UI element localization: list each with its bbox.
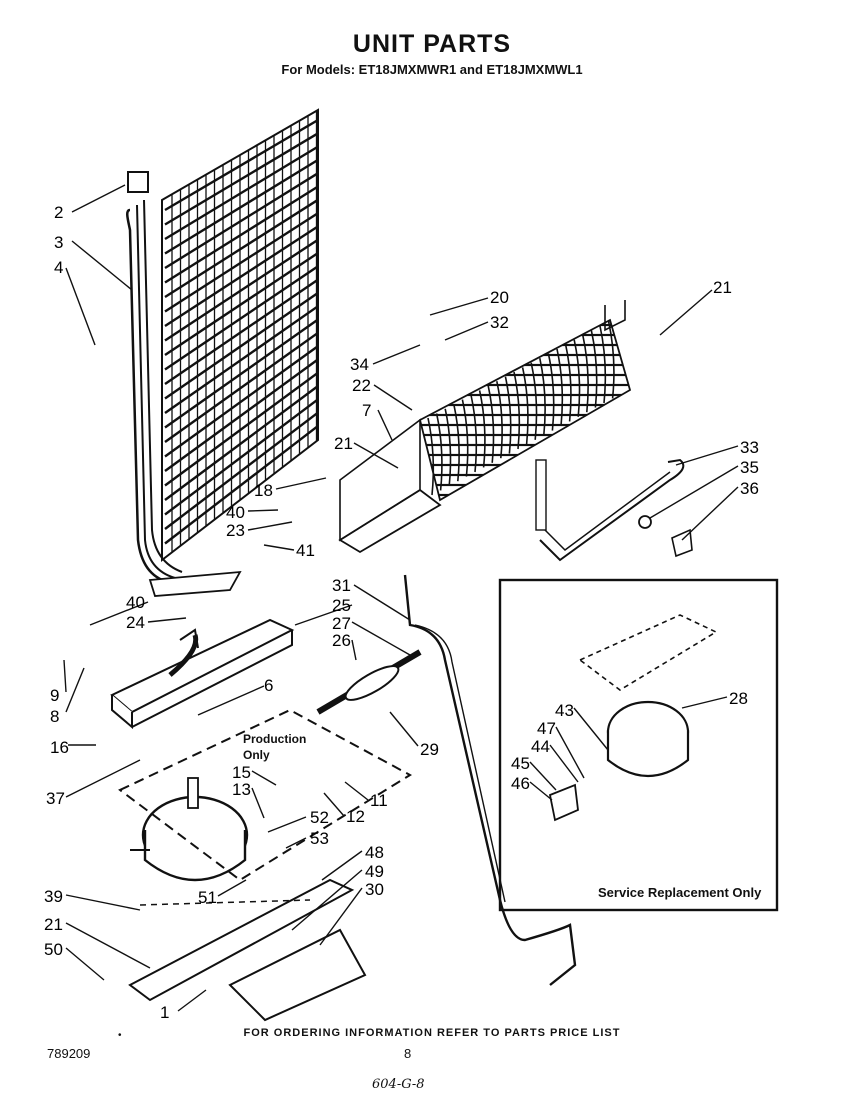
part-label-29: 29	[420, 740, 439, 759]
part-label-30: 30	[365, 880, 384, 899]
production-only-label-line2: Only	[243, 748, 270, 762]
part-label-7: 7	[362, 401, 371, 420]
part-label-16: 16	[50, 738, 69, 757]
part-label-50: 50	[44, 940, 63, 959]
part-label-41: 41	[296, 541, 315, 560]
handwritten-note: 604-G-8	[372, 1077, 425, 1092]
part-label-11: 11	[370, 791, 388, 810]
part-label-52: 52	[310, 808, 329, 827]
part-label-49: 49	[365, 862, 384, 881]
production-only-label-line1: Production	[243, 732, 307, 746]
part-label-43: 43	[555, 701, 574, 720]
filter-drier	[316, 649, 422, 715]
page-title: UNIT PARTS	[352, 30, 512, 58]
part-label-40b: 40	[126, 593, 145, 612]
callout-leader-lines	[63, 184, 739, 1012]
part-label-4: 4	[54, 258, 63, 277]
part-label-34: 34	[350, 355, 369, 374]
part-label-37: 37	[46, 789, 65, 808]
suction-line	[403, 574, 577, 986]
part-label-35: 35	[740, 458, 759, 477]
part-label-12: 12	[346, 807, 365, 826]
part-label-1: 1	[160, 1003, 169, 1022]
part-label-9: 9	[50, 686, 59, 705]
part-label-18: 18	[254, 481, 273, 500]
compressor	[130, 777, 249, 882]
part-label-26: 26	[332, 631, 351, 650]
part-label-2: 2	[54, 203, 63, 222]
part-label-39: 39	[44, 887, 63, 906]
defrost-heater	[535, 458, 693, 562]
service-replacement-label: Service Replacement Only	[598, 885, 762, 900]
part-label-22: 22	[352, 376, 371, 395]
part-label-25: 25	[332, 596, 351, 615]
part-label-6: 6	[264, 676, 273, 695]
part-label-46: 46	[511, 774, 530, 793]
footer-bullet: •	[118, 1030, 122, 1041]
part-label-24: 24	[126, 613, 145, 632]
part-label-36: 36	[740, 479, 759, 498]
part-label-15: 15	[232, 763, 251, 782]
part-label-53: 53	[310, 829, 329, 848]
ordering-note: FOR ORDERING INFORMATION REFER TO PARTS …	[243, 1027, 621, 1039]
part-label-13: 13	[232, 780, 251, 799]
part-label-21a: 21	[713, 278, 732, 297]
part-label-45: 45	[511, 754, 530, 773]
evaporator-coil	[338, 300, 632, 554]
part-label-44: 44	[531, 737, 550, 756]
page-number: 8	[404, 1046, 412, 1061]
service-replacement-box	[498, 578, 779, 912]
production-only-boundary	[118, 708, 412, 882]
part-label-23: 23	[226, 521, 245, 540]
part-label-28: 28	[729, 689, 748, 708]
part-label-8: 8	[50, 707, 59, 726]
part-label-31: 31	[332, 576, 351, 595]
part-label-32: 32	[490, 313, 509, 332]
drain-pan	[110, 618, 295, 730]
part-label-27: 27	[332, 614, 351, 633]
part-label-48: 48	[365, 843, 384, 862]
compressor-mount-plate	[128, 878, 367, 1022]
part-label-40a: 40	[226, 503, 245, 522]
part-label-3: 3	[54, 233, 63, 252]
part-label-20: 20	[490, 288, 509, 307]
part-label-21c: 21	[44, 915, 63, 934]
condenser-coil	[126, 108, 319, 597]
part-label-21b: 21	[334, 434, 353, 453]
page-subtitle: For Models: ET18JMXMWR1 and ET18JMXMWL1	[281, 62, 583, 77]
document-number: 789209	[47, 1046, 91, 1061]
part-label-47: 47	[537, 719, 556, 738]
part-label-33: 33	[740, 438, 759, 457]
part-label-51: 51	[198, 888, 217, 907]
